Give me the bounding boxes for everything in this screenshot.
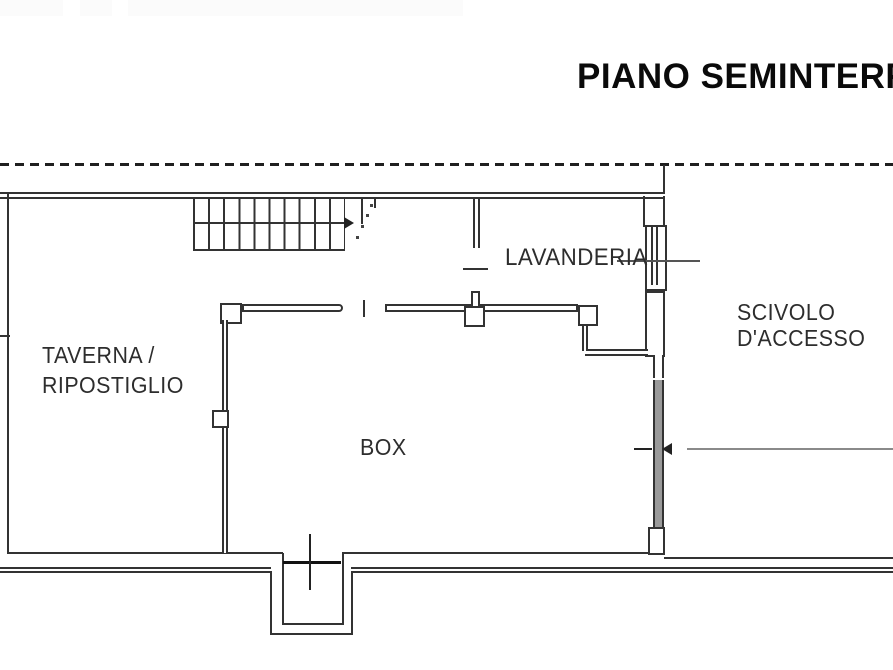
room-label-lavanderia: LAVANDERIA — [505, 244, 648, 271]
room-label-scivolo-line2: D'ACCESSO — [737, 325, 866, 351]
lightwell-outer — [270, 571, 353, 635]
top-faint-bar-1 — [0, 0, 63, 16]
staircase — [193, 199, 345, 251]
stair-rail-line — [361, 199, 363, 224]
wall-top — [0, 192, 664, 199]
stair-break-dot — [356, 236, 359, 239]
room-label-box: BOX — [360, 434, 407, 460]
wall-bottom-outer-right — [351, 567, 893, 573]
lavanderia-door-tick — [463, 268, 488, 270]
stair-tick — [374, 199, 376, 208]
room-label-taverna-line2: RIPOSTIGLIO — [42, 372, 184, 398]
wall-right-inner-top — [643, 196, 645, 227]
entry-arrow-icon — [662, 443, 672, 455]
staircase-arrow-icon — [344, 217, 354, 229]
wall-left-joint-tick — [0, 335, 10, 337]
wall-right-outer-top — [663, 196, 665, 227]
lavanderia-bottom-wall — [585, 349, 648, 356]
lightwell-inner — [282, 553, 344, 625]
room-label-taverna: TAVERNA / RIPOSTIGLIO — [42, 340, 184, 400]
window-symbol-glass — [651, 227, 658, 285]
wall-right-opening — [645, 291, 665, 357]
lightwell-door-line — [283, 561, 341, 564]
scivolo-floor-line — [664, 557, 893, 559]
wall-bottom-outer-left — [0, 567, 271, 573]
stair-break-dot — [366, 214, 369, 217]
lavanderia-wall-stub — [473, 199, 480, 248]
overhang-dashed-line — [0, 163, 893, 166]
box-door-gap-tick — [363, 300, 365, 317]
room-label-scivolo: SCIVOLO D'ACCESSO — [737, 299, 865, 351]
room-label-scivolo-line1: SCIVOLO — [737, 299, 836, 325]
top-faint-bar-3 — [128, 0, 463, 16]
wall-right-above-top — [663, 165, 665, 194]
stair-break-dot — [370, 204, 373, 207]
wall-bottom-inner-left — [7, 552, 283, 554]
staircase-direction-line — [193, 222, 345, 224]
pillar-box-topright — [578, 305, 598, 326]
stair-break-dot — [361, 225, 364, 228]
pillar-box-left — [212, 410, 229, 428]
entry-arrow-tail — [634, 448, 652, 450]
pillar-box-topmid — [464, 306, 485, 327]
wall-right-bottom-pillar — [648, 527, 665, 555]
top-faint-bar-2 — [80, 0, 112, 16]
access-gray-line — [687, 448, 893, 450]
lavanderia-leader-line — [617, 260, 700, 262]
lightwell-axis-line — [309, 534, 311, 590]
wall-bottom-inner-right — [342, 552, 664, 554]
plan-title: PIANO SEMINTERRATO — [577, 57, 893, 96]
lavanderia-left-wall — [582, 326, 588, 351]
wall-left — [7, 194, 9, 554]
pillar-box-topleft — [220, 303, 242, 324]
wall-right-mid — [653, 355, 664, 378]
room-label-taverna-line1: TAVERNA / — [42, 342, 155, 368]
box-top-wall-left — [242, 304, 343, 312]
box-left-wall — [222, 320, 228, 553]
